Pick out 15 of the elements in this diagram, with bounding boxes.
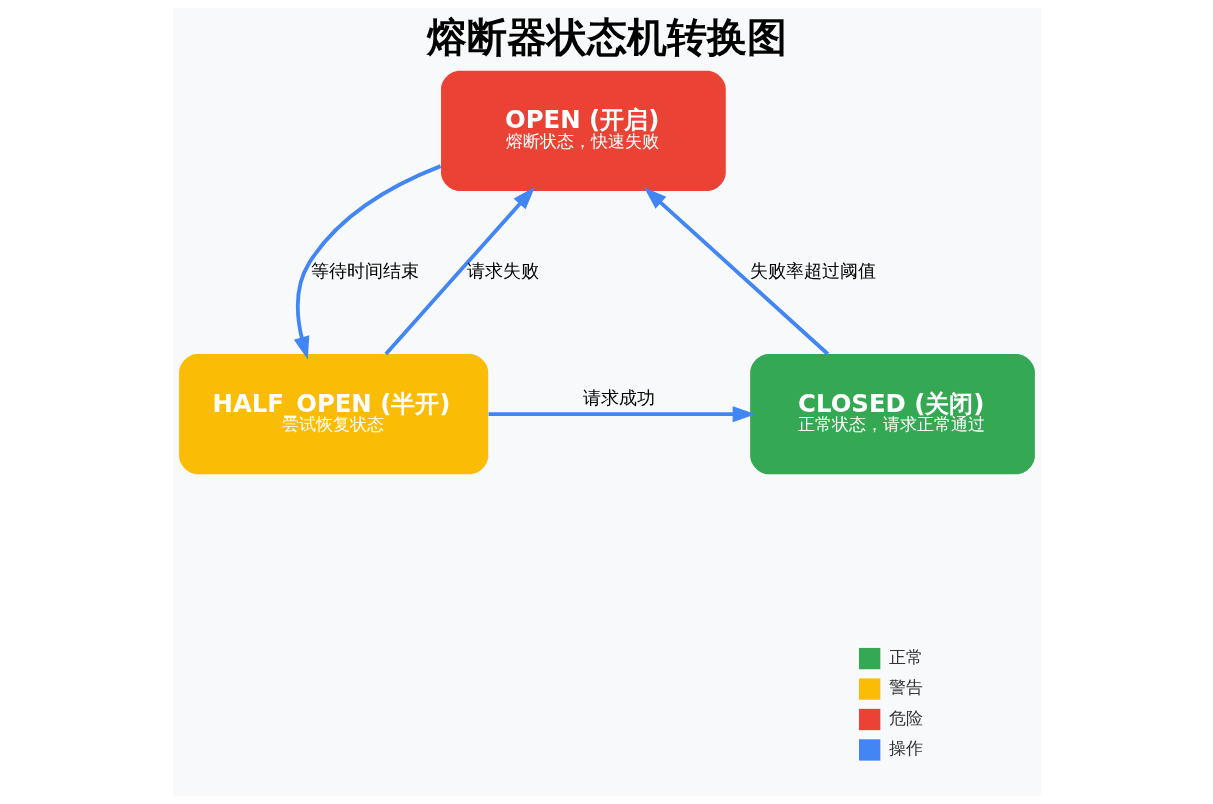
- arrow: [488, 406, 755, 423]
- arrow: [384, 186, 535, 356]
- edge-label: 请求成功: [582, 387, 655, 409]
- legend-label: 操作: [888, 738, 923, 759]
- arrow: [293, 164, 441, 360]
- node-box: OPEN (开启) 熔断状态，快速失败: [440, 70, 726, 192]
- edge-label: 失败率超过阈值: [749, 260, 876, 282]
- edge-label: 等待时间结束: [310, 260, 419, 282]
- arrow: [643, 187, 829, 356]
- legend-label: 危险: [888, 707, 923, 728]
- node-box: CLOSED (关闭) 正常状态，请求正常通过: [749, 354, 1035, 475]
- diagram-title: 熔断器状态机转换图: [426, 13, 787, 60]
- legend-label: 正常: [888, 646, 923, 667]
- legend-label: 警告: [888, 677, 923, 698]
- edge-label: 请求失败: [466, 260, 539, 282]
